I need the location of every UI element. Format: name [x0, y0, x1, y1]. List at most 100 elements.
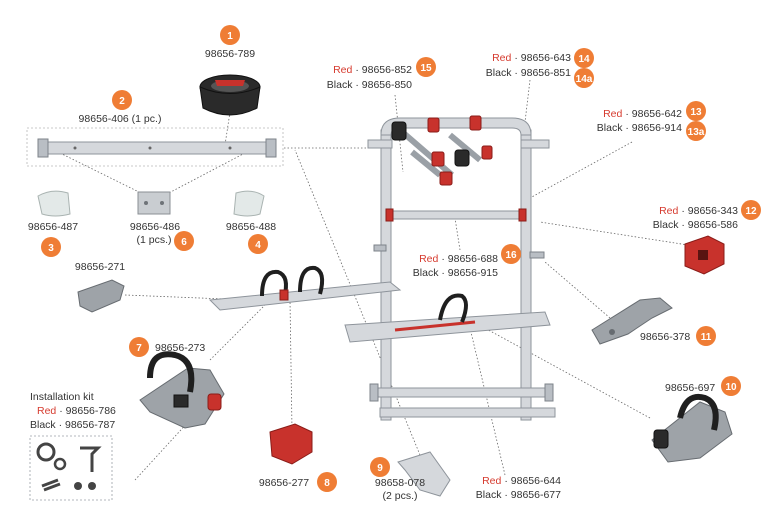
badge-13a: 13a — [686, 121, 706, 141]
part-4-cap — [233, 190, 265, 217]
part-9-code: 98658-078 — [375, 477, 425, 489]
rail-hole — [148, 146, 152, 150]
part-17-black-line: Black · 98656-677 — [476, 489, 561, 501]
strap-red-tab — [215, 80, 245, 86]
rail-end-right — [265, 138, 277, 158]
leader-part-6b — [164, 152, 246, 196]
red-code: · 98656-852 — [355, 64, 412, 76]
holder-strap — [147, 351, 195, 393]
badge-circle — [686, 101, 706, 121]
badge-number: 2 — [119, 96, 125, 107]
badge-14: 14 — [574, 48, 594, 68]
part-2-code: 98656-406 (1 pc.) — [79, 113, 162, 125]
badge-circle — [174, 231, 194, 251]
part-16-black-line: Black · 98656-915 — [413, 267, 498, 279]
part-7-holder — [139, 351, 225, 429]
part-13-red-line: Red· 98656-642 — [603, 108, 682, 120]
badge-circle — [501, 244, 521, 264]
frame-upright-right — [520, 129, 532, 421]
red-label: Red — [419, 253, 438, 265]
arm-mid — [448, 132, 482, 163]
badge-1: 1 — [220, 25, 240, 45]
holder-red-knob — [207, 393, 222, 411]
badge-number: 1 — [227, 31, 233, 42]
side-mount-right — [529, 251, 545, 259]
badge-circle — [112, 90, 132, 110]
red-label: Red — [492, 52, 511, 64]
kit-frame — [29, 435, 113, 501]
part-10-code: 98656-697 — [665, 382, 715, 394]
part-12-black-line: Black · 98656-586 — [653, 219, 738, 231]
tray-red-block — [279, 289, 289, 301]
frame-bottom-bar — [371, 387, 551, 398]
leader-part-17 — [469, 327, 506, 476]
leader-part-13 — [529, 141, 633, 199]
part-17-red-line: Red· 98656-644 — [482, 475, 561, 487]
part-13-black-line: Black · 98656-914 — [597, 122, 682, 134]
kit-title: Installation kit — [30, 391, 94, 403]
part-2-frame — [26, 127, 284, 167]
frame-bottom-rail — [379, 407, 556, 418]
badge-circle — [574, 68, 594, 88]
part-2-rail — [26, 127, 284, 167]
red-label: Red — [482, 475, 501, 487]
part-6-plate — [137, 191, 171, 215]
kit-red-line: Red· 98656-786 — [37, 405, 116, 417]
badge-number: 13a — [688, 127, 705, 138]
badge-number: 14 — [578, 54, 590, 65]
badge-number: 4 — [255, 240, 261, 251]
red-code: · 98656-343 — [681, 205, 738, 217]
part-8-code: 98656-277 — [259, 477, 309, 489]
block-hole — [698, 250, 708, 260]
tray-lower — [344, 311, 551, 343]
part-14-red-line: Red· 98656-643 — [492, 52, 571, 64]
badge-circle — [686, 121, 706, 141]
badge-11: 11 — [696, 326, 716, 346]
installation-kit — [29, 435, 113, 501]
badge-circle — [696, 326, 716, 346]
tray-strap — [260, 269, 288, 299]
rail-hole — [228, 146, 232, 150]
badge-circle — [721, 376, 741, 396]
chain-icon — [41, 478, 61, 492]
wheel-trays — [208, 265, 551, 343]
badge-number: 6 — [181, 237, 187, 248]
leader-part-8 — [289, 299, 293, 431]
badge-circle — [370, 457, 390, 477]
badge-number: 8 — [324, 478, 330, 489]
red-label: Red — [333, 64, 352, 76]
bottom-mount-right — [544, 383, 554, 402]
red-label: Red — [603, 108, 622, 120]
badge-circle — [741, 200, 761, 220]
red-code: · 98656-644 — [504, 475, 561, 487]
part-15-black-line: Black · 98656-850 — [327, 79, 412, 91]
tray-logo-stripe — [394, 320, 476, 332]
red-code: · 98656-642 — [625, 108, 682, 120]
part-6-code: 98656-486 — [130, 221, 180, 233]
part-15-red-line: Red· 98656-852 — [333, 64, 412, 76]
labels: 98656-789 98656-406 (1 pc.) 98656-487 98… — [28, 48, 738, 502]
leader-part-16 — [454, 217, 461, 251]
badge-6: 6 — [174, 231, 194, 251]
part-9-bracket — [397, 451, 451, 497]
part-4-code: 98656-488 — [226, 221, 276, 233]
arm-clamp-red — [469, 115, 482, 131]
part-10-holder — [651, 394, 733, 463]
rail-hole — [73, 146, 77, 150]
screw-icon — [80, 446, 102, 472]
part-3-cap — [37, 190, 71, 217]
leader-part-6a — [59, 152, 146, 196]
plate-hole — [160, 201, 164, 205]
badge-7: 7 — [129, 337, 149, 357]
part-1-strap — [199, 74, 261, 116]
red-code: · 98656-688 — [441, 253, 498, 265]
badge-4: 4 — [248, 234, 268, 254]
tray-strap — [298, 265, 325, 295]
badge-10: 10 — [721, 376, 741, 396]
part-6-qty: (1 pcs.) — [136, 234, 171, 246]
badge-circle — [317, 472, 337, 492]
holder-strap — [677, 394, 719, 431]
badge-14a: 14a — [574, 68, 594, 88]
badge-13: 13 — [686, 101, 706, 121]
